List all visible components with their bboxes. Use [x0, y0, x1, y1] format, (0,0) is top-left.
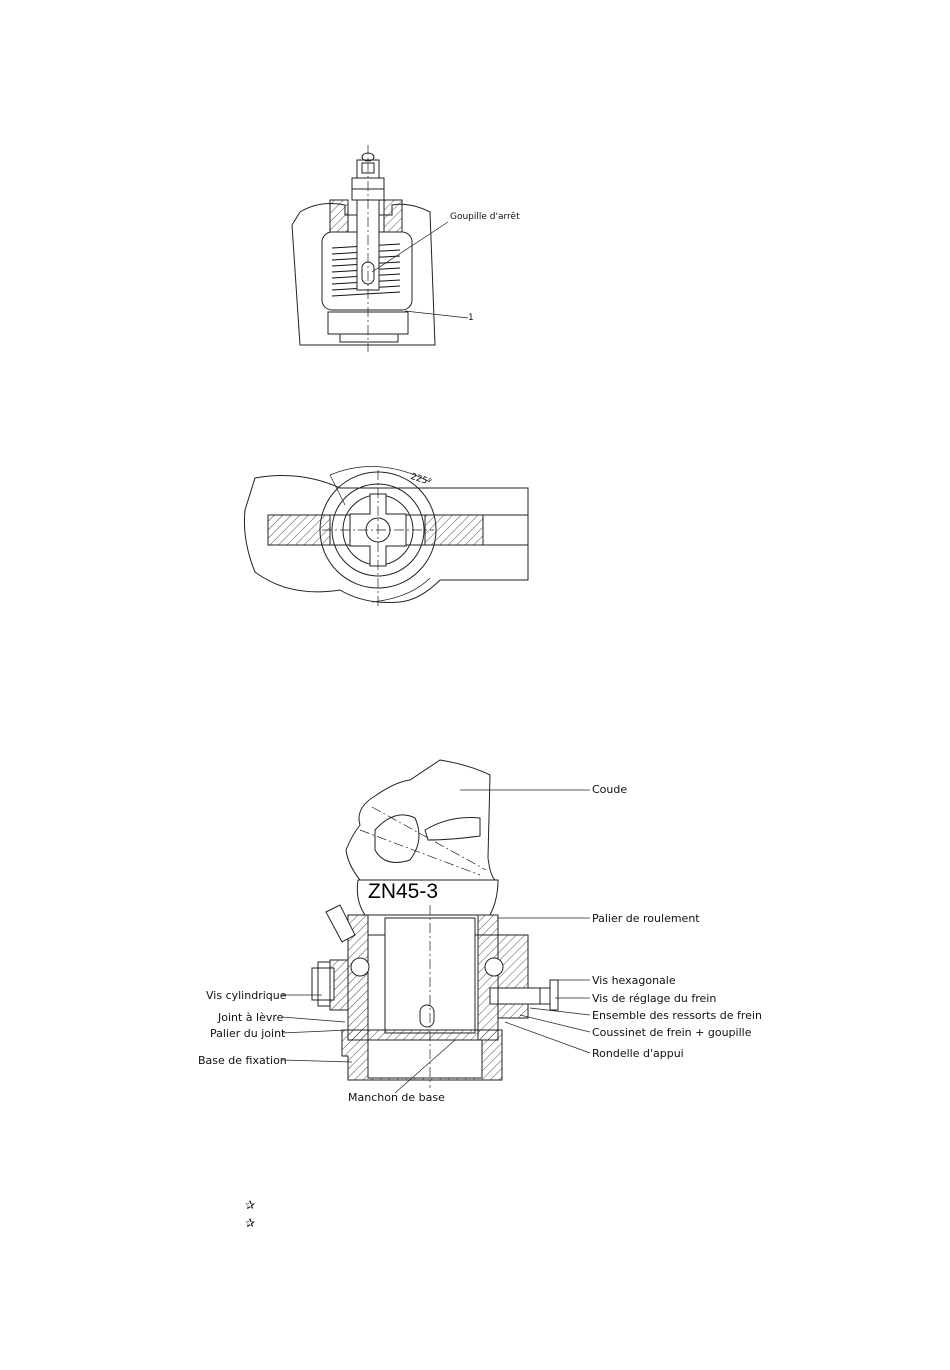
- label-joint-levre: Joint à lèvre: [218, 1011, 283, 1024]
- bullet-star-2: ✰: [245, 1216, 255, 1230]
- label-manchon-base: Manchon de base: [348, 1091, 445, 1104]
- bullet-star-1: ✰: [245, 1198, 255, 1212]
- figure-top-view: [244, 466, 528, 608]
- label-coude: Coude: [592, 783, 627, 796]
- label-palier-joint: Palier du joint: [210, 1027, 285, 1040]
- label-goupille-arret: Goupille d'arrêt: [450, 211, 520, 224]
- label-rondelle: Rondelle d'appui: [592, 1047, 684, 1060]
- label-ensemble-ressorts: Ensemble des ressorts de frein: [592, 1009, 762, 1022]
- label-part-1: 1: [468, 312, 474, 325]
- figure-zn45-section: [282, 760, 590, 1093]
- label-vis-hexagonale: Vis hexagonale: [592, 974, 676, 987]
- model-name: ZN45-3: [368, 880, 438, 904]
- figure-brake-pin: [292, 145, 468, 352]
- label-base-fixation: Base de fixation: [198, 1054, 287, 1067]
- label-palier-roulement: Palier de roulement: [592, 912, 700, 925]
- label-vis-cylindrique: Vis cylindrique: [206, 989, 287, 1002]
- label-coussinet: Coussinet de frein + goupille: [592, 1026, 751, 1039]
- label-vis-reglage: Vis de réglage du frein: [592, 992, 716, 1005]
